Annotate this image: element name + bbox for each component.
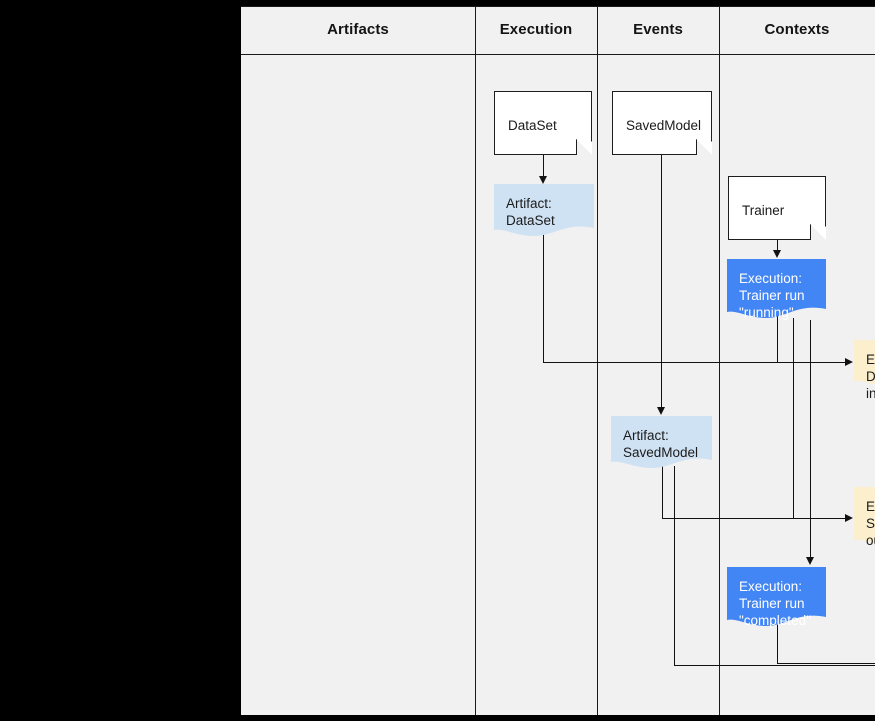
connector-artifact-savedmodel-branch-a	[662, 464, 663, 518]
arrowhead-savedmodel-to-artifact	[656, 407, 665, 415]
node-artifact-dataset-label: Artifact: DataSet	[506, 196, 555, 228]
connector-execution-running-branch-b	[793, 318, 794, 518]
lane-header-events: Events	[633, 21, 683, 38]
node-event-savedmodel-output[interactable]: Event: SavedModel output	[854, 487, 875, 550]
lane-divider-events-contexts	[719, 6, 720, 715]
execution-running-shape	[727, 259, 826, 318]
connector-artifact-dataset-to-event	[543, 362, 846, 363]
dataset-type-shape	[494, 91, 592, 155]
lane-header-execution: Execution	[499, 21, 573, 38]
connector-savedmodel-to-artifact	[661, 155, 662, 408]
node-event-dataset-input[interactable]: Event: DataSet input	[854, 340, 875, 401]
connector-to-event-savedmodel-output	[662, 518, 846, 519]
arrowhead-execution-running-to-completed	[805, 557, 814, 565]
savedmodel-type-shape	[612, 91, 712, 155]
connector-execution-completed-down	[777, 624, 778, 664]
swimlane-board: Artifacts Execution Events Contexts	[241, 6, 875, 715]
node-trainer-type-label: Trainer	[742, 203, 785, 218]
node-dataset-type[interactable]: DataSet	[494, 91, 592, 155]
node-artifact-savedmodel-label: Artifact: SavedModel	[623, 428, 699, 460]
node-execution-completed[interactable]: Execution: Trainer run "completed"	[727, 567, 826, 630]
node-execution-completed-label: Execution: Trainer run "completed"	[739, 579, 811, 628]
node-execution-running-label: Execution: Trainer run "running"	[739, 271, 805, 320]
connector-execution-running-to-completed	[810, 320, 811, 558]
lane-divider-artifacts-execution	[475, 6, 476, 715]
lane-header-contexts: Contexts	[764, 21, 830, 38]
node-dataset-type-label: DataSet	[508, 118, 557, 133]
node-event-savedmodel-output-label: Event: SavedModel output	[866, 499, 875, 548]
connector-execution-completed-to-context	[777, 663, 875, 664]
lane-divider-execution-events	[597, 6, 598, 715]
connector-dataset-to-artifact	[543, 155, 544, 177]
node-event-dataset-input-label: Event: DataSet input	[866, 352, 875, 401]
node-savedmodel-type[interactable]: SavedModel	[612, 91, 712, 155]
connector-artifact-savedmodel-branch-b	[674, 466, 675, 665]
execution-completed-shape	[727, 567, 826, 626]
arrowhead-trainer-to-execution-running	[772, 250, 781, 258]
lane-header-artifacts: Artifacts	[327, 21, 389, 38]
connector-trainer-to-execution-running	[777, 240, 778, 251]
board-top-rule	[241, 6, 875, 7]
lane-header-rule	[241, 54, 875, 55]
event-dataset-input-shape	[854, 340, 875, 385]
connector-artifact-savedmodel-to-context	[674, 664, 875, 666]
node-artifact-savedmodel[interactable]: Artifact: SavedModel	[611, 416, 712, 472]
connector-artifact-dataset-down	[543, 234, 544, 362]
artifact-savedmodel-shape	[611, 416, 712, 468]
node-savedmodel-type-label: SavedModel	[626, 118, 702, 133]
node-trainer-type[interactable]: Trainer	[728, 176, 826, 240]
connector-execution-running-branch-a	[777, 316, 778, 362]
arrowhead-to-event-savedmodel-output	[845, 513, 853, 522]
arrowhead-dataset-to-artifact	[538, 176, 547, 184]
artifact-dataset-shape	[494, 184, 594, 236]
node-artifact-dataset[interactable]: Artifact: DataSet	[494, 184, 594, 240]
event-savedmodel-output-shape	[854, 487, 875, 544]
arrowhead-artifact-dataset-to-event	[845, 357, 853, 366]
trainer-type-shape	[728, 176, 826, 240]
node-execution-running[interactable]: Execution: Trainer run "running"	[727, 259, 826, 322]
